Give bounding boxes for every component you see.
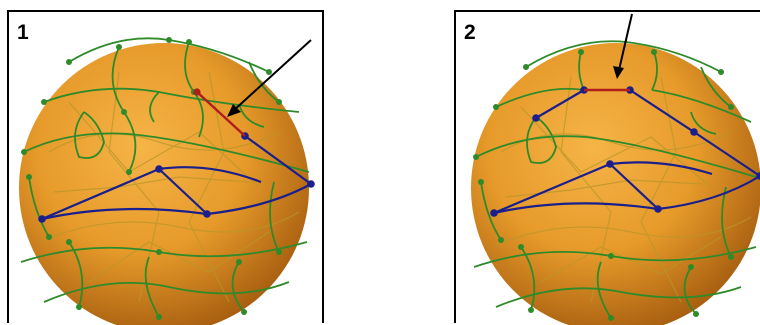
sphere-scene-1	[19, 37, 315, 325]
target-vertex	[193, 88, 201, 96]
mesh-vertices	[21, 37, 282, 320]
sphere	[471, 43, 760, 325]
highlight-vertices	[38, 132, 315, 223]
arrow-icon	[227, 39, 312, 117]
panel-number: 1	[17, 21, 29, 44]
arrow-icon	[613, 13, 633, 79]
panel-number: 2	[464, 21, 476, 44]
diagram-panel-2: 2	[454, 10, 760, 325]
target-edge	[196, 91, 246, 137]
sphere	[19, 43, 309, 325]
sphere-scene-2	[471, 13, 760, 325]
diagram-panel-1: 1	[7, 10, 324, 325]
mesh-vertices	[473, 49, 734, 321]
